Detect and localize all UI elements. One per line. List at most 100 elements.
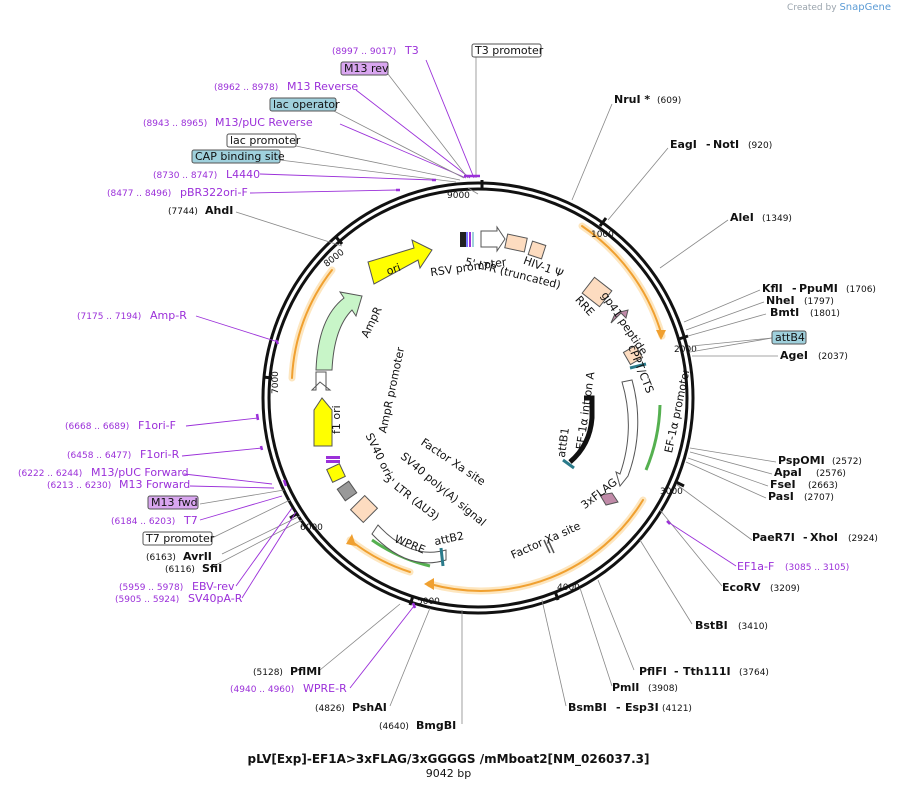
site-kfli: KflI xyxy=(762,282,783,295)
primer-f1ori-r: F1ori-R xyxy=(140,448,180,461)
site-ppumi: PpuMI xyxy=(799,282,838,295)
site-tth111i: Tth111I xyxy=(683,665,731,678)
primer-ef1a-f: EF1a-F xyxy=(737,560,774,573)
primer-ebv-rev-range: (5959 .. 5978) xyxy=(119,583,183,593)
hiv-box xyxy=(527,240,547,260)
site-pmli: PmlI xyxy=(612,681,639,694)
primer-wpre-r: WPRE-R xyxy=(303,682,347,695)
label-ori: ori xyxy=(385,261,403,278)
rsv-promoter-arrow xyxy=(480,225,506,253)
primer-amp-r: Amp-R xyxy=(150,309,187,322)
site-ecorv-pos: (3209) xyxy=(770,584,800,594)
site-fsei: FseI xyxy=(770,478,796,491)
svg-text:-: - xyxy=(674,665,679,678)
factor-xa-mark xyxy=(543,539,551,554)
primer-f1ori-r-range: (6458 .. 6477) xyxy=(67,451,131,461)
primer-l4440-range: (8730 .. 8747) xyxy=(153,171,217,181)
site-pspomi-pos: (2572) xyxy=(832,457,862,467)
cppt-box xyxy=(622,344,644,366)
box-cap-site: CAP binding site xyxy=(195,150,285,163)
gp41-arrow xyxy=(610,309,629,324)
site-agei-pos: (2037) xyxy=(818,352,848,362)
plasmid-name: pLV[Exp]-EF1A>3xFLAG/3xGGGGS /mMboat2[NM… xyxy=(247,752,650,766)
primer-m13puc-forward: M13/pUC Forward xyxy=(91,466,189,479)
site-avrii-pos: (6163) xyxy=(146,553,176,563)
attb4-mark xyxy=(629,362,647,370)
plasmid-size: 9042 bp xyxy=(425,767,472,780)
primer-m13puc-reverse-range: (8943 .. 8965) xyxy=(143,119,207,129)
site-pasi-pos: (2707) xyxy=(804,493,834,503)
ef1a-promoter-arrow xyxy=(615,379,639,488)
backbone-inner xyxy=(267,187,689,609)
wpre-arrow xyxy=(371,524,447,564)
primer-amp-r-range: (7175 .. 7194) xyxy=(77,312,141,322)
site-ppumi-pos: (1706) xyxy=(846,285,876,295)
site-esp3i: Esp3I xyxy=(625,701,659,714)
box-m13-rev: M13 rev xyxy=(344,62,389,75)
site-esp3i-pos: (4121) xyxy=(662,704,692,714)
site-ahdi-pos: (7744) xyxy=(168,207,198,217)
primer-m13puc-forward-range: (6222 .. 6244) xyxy=(18,469,82,479)
svg-text:-: - xyxy=(803,531,808,544)
site-pflfi: PflFI xyxy=(639,665,667,678)
orf-arrowhead-2 xyxy=(424,578,434,590)
label-sv40ori: SV40 ori xyxy=(363,431,395,478)
backbone-outer xyxy=(261,181,695,615)
site-sfii-pos: (6116) xyxy=(165,565,195,575)
site-ecorv: EcoRV xyxy=(722,581,761,594)
site-pflmi-pos: (5128) xyxy=(253,668,283,678)
tick-label-5000: 5000 xyxy=(417,597,440,607)
site-noti-pos: (920) xyxy=(748,141,772,151)
site-tth111i-pos: (3764) xyxy=(739,668,769,678)
ef1a-intron-arc xyxy=(568,395,595,464)
label-ampr: AmpR xyxy=(359,304,385,340)
site-pmli-pos: (3908) xyxy=(648,684,678,694)
site-alei: AleI xyxy=(730,211,754,224)
box-attb4: attB4 xyxy=(775,331,805,344)
primer-f1ori-f-range: (6668 .. 6689) xyxy=(65,422,129,432)
primer-m13puc-reverse: M13/pUC Reverse xyxy=(215,116,313,129)
tick-label-6000: 6000 xyxy=(300,523,323,533)
tick-label-2000: 2000 xyxy=(674,345,697,355)
primer-pbr322ori-f: pBR322ori-F xyxy=(180,186,248,199)
ori-arrow xyxy=(367,239,433,285)
tick-label-9000: 9000 xyxy=(447,191,470,201)
primer-t3: T3 xyxy=(404,44,419,57)
box-lac-promoter: lac promoter xyxy=(230,134,301,147)
svg-text:-: - xyxy=(706,138,711,151)
site-pasi: PasI xyxy=(768,490,794,503)
label-attb1: attB1 xyxy=(555,427,572,458)
site-ahdi: AhdI xyxy=(205,204,233,217)
site-bstbi: BstBI xyxy=(695,619,728,632)
features xyxy=(310,225,647,567)
primer-sv40pa-r: SV40pA-R xyxy=(188,592,243,605)
primer-sv40pa-r-range: (5905 .. 5924) xyxy=(115,595,179,605)
primer-ef1a-f-range: (3085 .. 3105) xyxy=(785,563,849,573)
label-attb2: attB2 xyxy=(433,529,465,548)
label-flag: 3xFLAG xyxy=(579,476,620,512)
primer-f1ori-f: F1ori-F xyxy=(138,419,176,432)
ef1a-green-arc xyxy=(644,404,662,471)
site-apai-pos: (2576) xyxy=(816,469,846,479)
svg-text:-: - xyxy=(616,701,621,714)
tick-label-8000: 8000 xyxy=(322,248,346,270)
site-fsei-pos: (2663) xyxy=(808,481,838,491)
box-t3-promoter: T3 promoter xyxy=(474,44,544,57)
tick-label-7000: 7000 xyxy=(271,371,281,394)
orf-arrowhead-1 xyxy=(656,330,666,340)
ampr-arrow xyxy=(315,291,363,371)
brand-prefix: Created by xyxy=(787,3,837,13)
site-nrui: NruI * xyxy=(614,93,650,106)
attb2-mark xyxy=(439,547,445,567)
site-bmti-pos: (1801) xyxy=(810,309,840,319)
primer-m13-forward: M13 Forward xyxy=(119,478,190,491)
site-xhoi: XhoI xyxy=(810,531,838,544)
primer-l4440: L4440 xyxy=(226,168,260,181)
snapgene-brand: Created by SnapGene xyxy=(787,2,891,13)
tick-label-4000: 4000 xyxy=(557,583,580,593)
site-nhei-pos: (1797) xyxy=(804,297,834,307)
snapgene-logo: SnapGene xyxy=(839,2,891,13)
primer-t3-range: (8997 .. 9017) xyxy=(332,47,396,57)
label-f1ori: f1 ori xyxy=(330,405,343,434)
